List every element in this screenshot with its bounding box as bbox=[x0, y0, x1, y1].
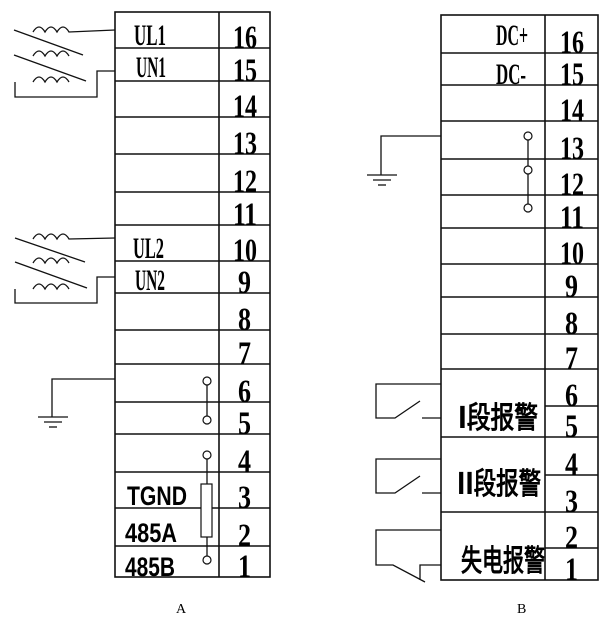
terminal-number: 7 bbox=[565, 341, 578, 377]
terminal-number: 2 bbox=[238, 518, 251, 554]
label-485a: 485A bbox=[125, 518, 177, 548]
terminal-number: 14 bbox=[560, 93, 584, 129]
jumper-13-11 bbox=[523, 131, 533, 213]
label-un2: UN2 bbox=[135, 264, 165, 297]
terminal-icon bbox=[202, 450, 212, 460]
ground-b bbox=[367, 135, 441, 186]
resistor-icon bbox=[200, 483, 213, 538]
terminal-number: 8 bbox=[238, 302, 251, 338]
terminal-icon bbox=[523, 203, 533, 213]
termination-resistor bbox=[200, 450, 213, 565]
label-ul1: UL1 bbox=[134, 19, 166, 52]
terminal-number: 6 bbox=[238, 374, 251, 410]
coil-icon bbox=[32, 76, 70, 84]
terminal-number: 4 bbox=[565, 447, 578, 483]
terminal-number: 3 bbox=[238, 480, 251, 516]
coil-icon bbox=[32, 283, 70, 291]
caption-b: B bbox=[517, 602, 526, 617]
row-lines-b bbox=[441, 52, 598, 549]
label-stage2-alarm: II段报警 bbox=[457, 467, 541, 502]
label-un1: UN1 bbox=[136, 51, 166, 84]
terminal-icon bbox=[202, 415, 212, 425]
label-power-loss-alarm: 失电报警 bbox=[461, 544, 545, 579]
relay-contact-stage1 bbox=[375, 383, 441, 419]
terminal-number: 12 bbox=[233, 164, 257, 200]
relay-contact-power-loss bbox=[375, 529, 441, 583]
voltage-transformer-1 bbox=[13, 26, 116, 98]
terminal-number: 16 bbox=[560, 25, 584, 61]
terminal-number: 11 bbox=[560, 200, 584, 236]
terminal-number: 5 bbox=[565, 409, 578, 445]
ground-icon bbox=[367, 174, 397, 186]
terminal-number: 14 bbox=[233, 89, 257, 125]
label-stage1-alarm: I段报警 bbox=[458, 401, 538, 436]
terminal-number: 15 bbox=[233, 53, 257, 89]
row-lines-a bbox=[115, 47, 270, 547]
terminal-number: 16 bbox=[233, 20, 257, 56]
terminal-icon bbox=[523, 131, 533, 141]
terminal-number: 11 bbox=[233, 197, 257, 233]
terminal-number: 13 bbox=[560, 131, 584, 167]
terminal-number: 10 bbox=[233, 233, 257, 269]
relay-contact-stage2 bbox=[375, 458, 441, 494]
jumper-6-5 bbox=[202, 376, 212, 425]
coil-icon bbox=[32, 233, 116, 241]
voltage-transformer-2 bbox=[14, 233, 116, 304]
terminal-number: 6 bbox=[565, 378, 578, 414]
label-485b: 485B bbox=[125, 552, 175, 582]
terminal-number: 7 bbox=[238, 336, 251, 372]
terminal-number: 12 bbox=[560, 167, 584, 203]
terminal-block-a-frame bbox=[114, 11, 271, 578]
terminal-number: 10 bbox=[560, 236, 584, 272]
ground-icon bbox=[38, 416, 68, 428]
terminal-number: 2 bbox=[565, 520, 578, 556]
terminal-number: 13 bbox=[233, 126, 257, 162]
coil-icon bbox=[32, 50, 70, 58]
terminal-number: 5 bbox=[238, 406, 251, 442]
terminal-number: 8 bbox=[565, 306, 578, 342]
coil-icon bbox=[32, 26, 116, 34]
coil-icon bbox=[32, 257, 70, 265]
terminal-number: 4 bbox=[238, 444, 251, 480]
label-dc-plus: DC+ bbox=[496, 19, 528, 52]
terminal-number: 1 bbox=[565, 552, 578, 588]
terminal-number: 9 bbox=[565, 269, 578, 305]
terminal-number: 9 bbox=[238, 265, 251, 301]
label-tgnd: TGND bbox=[127, 481, 187, 511]
label-ul2: UL2 bbox=[133, 232, 164, 265]
label-dc-minus: DC- bbox=[496, 58, 526, 91]
terminal-icon bbox=[523, 165, 533, 175]
terminal-number: 1 bbox=[238, 549, 251, 585]
terminal-icon bbox=[202, 555, 212, 565]
terminal-number: 15 bbox=[560, 57, 584, 93]
ground-a bbox=[38, 378, 115, 428]
terminal-icon bbox=[202, 376, 212, 386]
terminal-number: 3 bbox=[565, 484, 578, 520]
caption-a: A bbox=[176, 602, 187, 617]
